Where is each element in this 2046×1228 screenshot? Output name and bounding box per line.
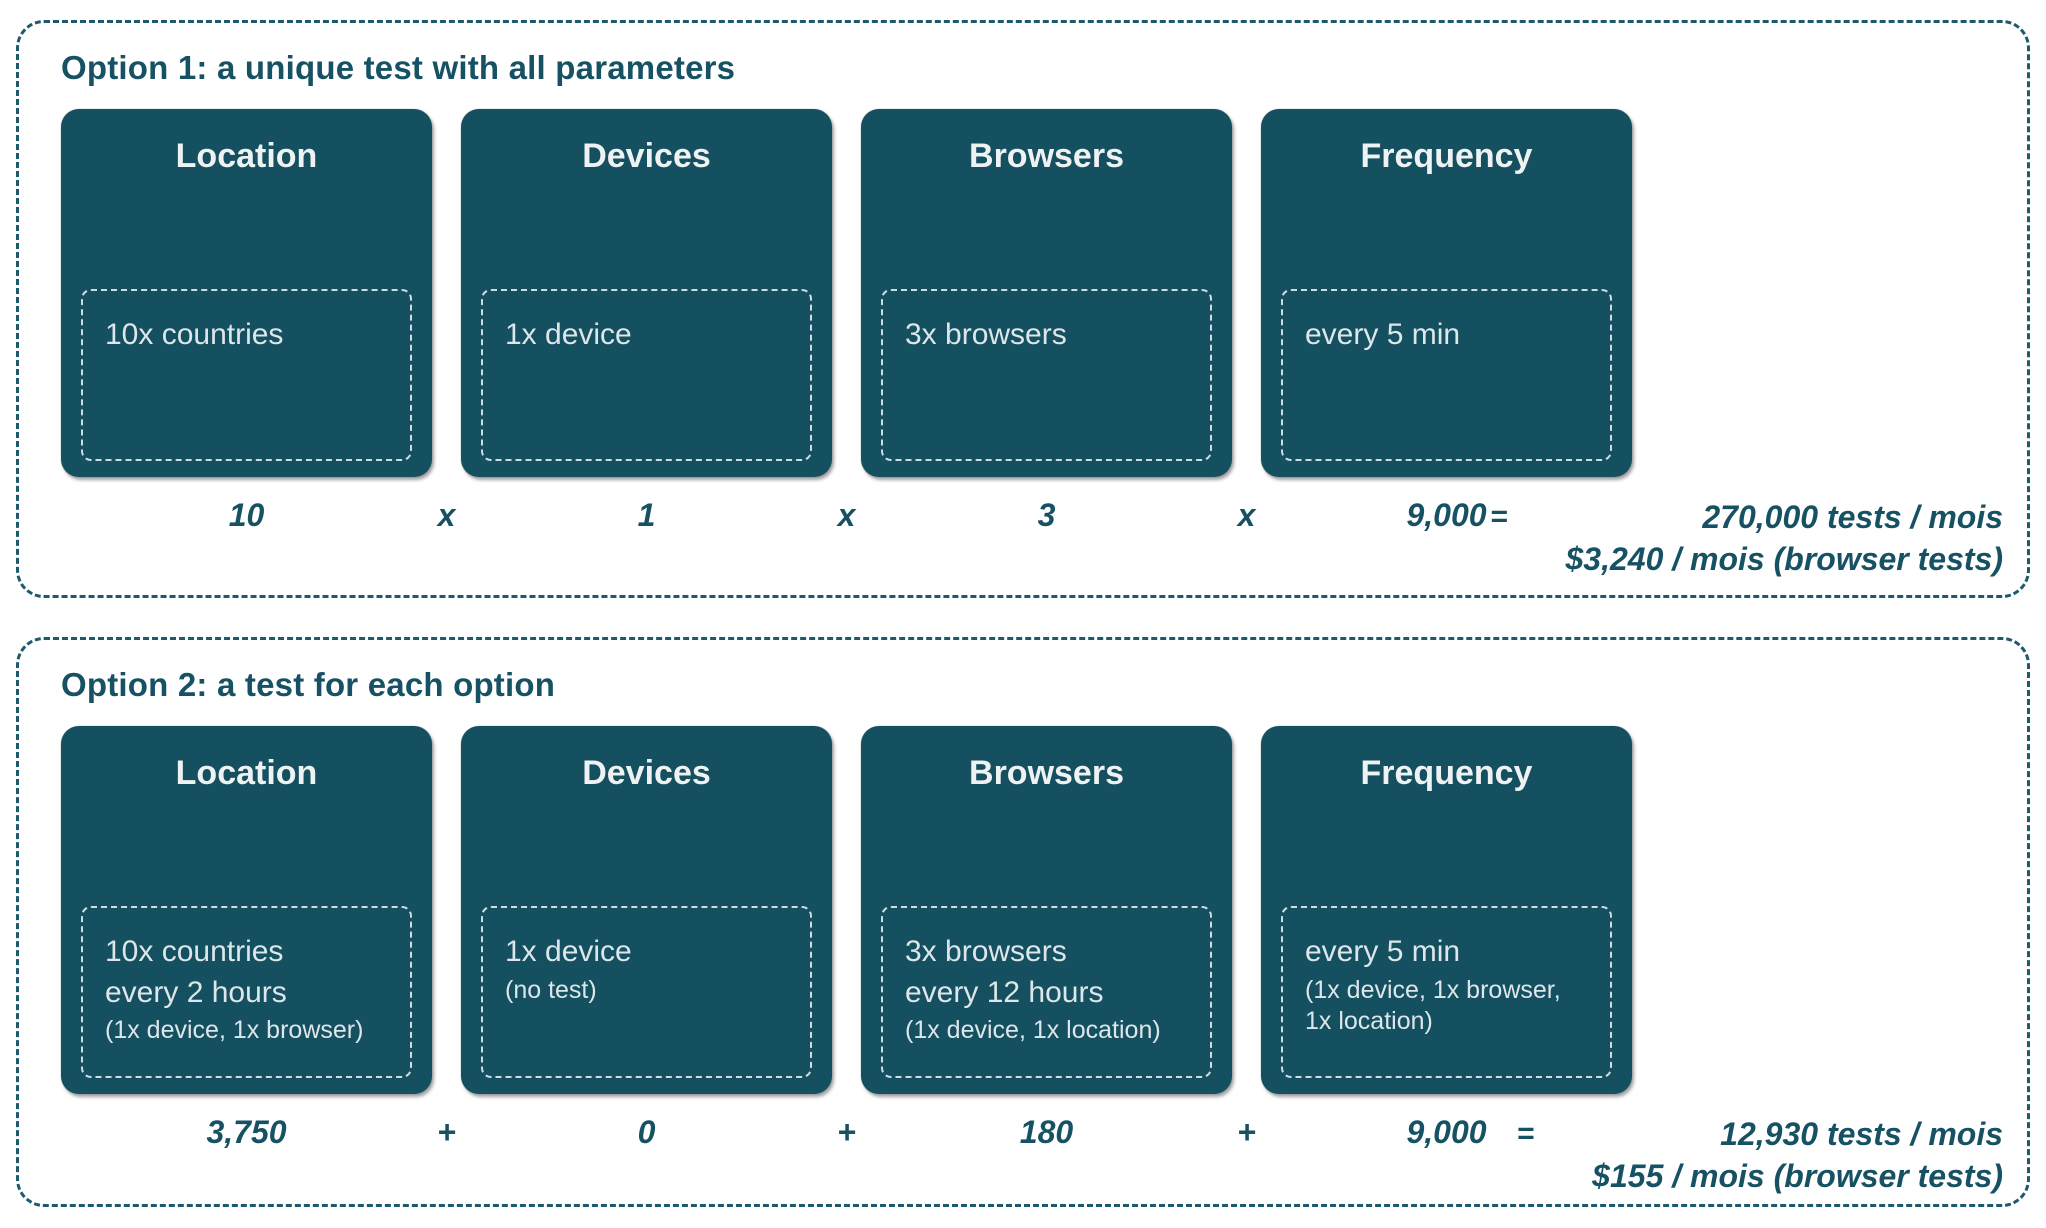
spec-line: 3x browsers (905, 935, 1067, 968)
box-title: Devices (582, 754, 711, 792)
spec-box: 1x device (no test) (481, 906, 812, 1078)
option-2-panel: Option 2: a test for each option Locatio… (16, 637, 2030, 1207)
box-title: Browsers (969, 754, 1124, 792)
box-title: Browsers (969, 137, 1124, 175)
value-devices: 1 (637, 497, 656, 533)
result-price: $3,240 / mois (browser tests) (1565, 540, 2003, 577)
spec-box: 1x device (481, 289, 812, 461)
spec-box: every 5 min (1x device, 1x browser, 1x l… (1281, 906, 1612, 1078)
option-2-title: Option 2: a test for each option (61, 666, 556, 703)
spec-box: 10x countries every 2 hours (1x device, … (81, 906, 412, 1078)
box-title: Frequency (1360, 754, 1533, 792)
option-2-result: = 12,930 tests / mois $155 / mois (brows… (1517, 1114, 2003, 1197)
option-2-parameter-row: Location 10x countries every 2 hours (1x… (61, 726, 2003, 1094)
multiply-operator: x (1237, 497, 1256, 533)
spec-line: 1x device (505, 318, 632, 351)
spec-line: every 12 hours (905, 975, 1104, 1009)
value-location: 10 (228, 497, 265, 533)
box-title: Frequency (1360, 137, 1533, 175)
spec-line: every 2 hours (105, 975, 287, 1009)
parameter-box-devices: Devices 1x device (no test) (461, 726, 832, 1094)
spec-box: 3x browsers every 12 hours (1x device, 1… (881, 906, 1212, 1078)
spec-line: 3x browsers (905, 318, 1067, 351)
parameter-box-frequency: Frequency every 5 min (1x device, 1x bro… (1261, 726, 1632, 1094)
parameter-box-location: Location 10x countries every 2 hours (1x… (61, 726, 432, 1094)
result-total: 270,000 tests / mois (1702, 499, 2003, 535)
spec-note: (1x device, 1x location) (905, 1016, 1161, 1044)
option-1-title: Option 1: a unique test with all paramet… (61, 49, 736, 86)
spec-box: every 5 min (1281, 289, 1612, 461)
value-frequency: 9,000 (1406, 497, 1487, 533)
spec-note: (1x device, 1x browser, 1x location) (1305, 975, 1561, 1035)
option-1-parameter-row: Location 10x countries Devices 1x device… (61, 109, 2003, 477)
value-location: 3,750 (206, 1114, 287, 1150)
result-lines: 270,000 tests / mois $3,240 / mois (brow… (1565, 497, 2003, 580)
spec-line: every 5 min (1305, 935, 1461, 968)
result-lines: 12,930 tests / mois $155 / mois (browser… (1592, 1114, 2003, 1197)
spec-line: every 5 min (1305, 318, 1461, 351)
parameter-box-location: Location 10x countries (61, 109, 432, 477)
box-title: Devices (582, 137, 711, 175)
multiply-operator: x (837, 497, 856, 533)
parameter-box-devices: Devices 1x device (461, 109, 832, 477)
value-browsers: 3 (1037, 497, 1056, 533)
equals-sign: = (1516, 1117, 1535, 1150)
multiply-operator: x (437, 497, 456, 533)
value-devices: 0 (637, 1114, 656, 1150)
spec-line: 10x countries (105, 318, 284, 351)
box-title: Location (175, 754, 318, 792)
option-1-calculation-row: 10 x 1 x 3 x 9,000 = 270,000 tests / moi… (61, 497, 2003, 577)
equals-sign: = (1489, 500, 1508, 533)
parameter-box-browsers: Browsers 3x browsers every 12 hours (1x … (861, 726, 1232, 1094)
value-browsers: 180 (1019, 1114, 1074, 1150)
spec-box: 10x countries (81, 289, 412, 461)
plus-operator: + (837, 1114, 856, 1150)
box-title: Location (175, 137, 318, 175)
result-total: 12,930 tests / mois (1720, 1116, 2003, 1152)
parameter-box-frequency: Frequency every 5 min (1261, 109, 1632, 477)
spec-box: 3x browsers (881, 289, 1212, 461)
result-price: $155 / mois (browser tests) (1592, 1157, 2003, 1194)
option-1-result: = 270,000 tests / mois $3,240 / mois (br… (1490, 497, 2003, 580)
plus-operator: + (1237, 1114, 1256, 1150)
value-frequency: 9,000 (1406, 1114, 1487, 1150)
spec-line: 10x countries (105, 935, 284, 968)
spec-note: (no test) (505, 975, 597, 1004)
option-1-panel: Option 1: a unique test with all paramet… (16, 20, 2030, 598)
spec-note: (1x device, 1x browser) (105, 1016, 364, 1044)
spec-line: 1x device (505, 935, 632, 968)
option-2-calculation-row: 3,750 + 0 + 180 + 9,000 = 12,930 tests /… (61, 1114, 2003, 1194)
parameter-box-browsers: Browsers 3x browsers (861, 109, 1232, 477)
plus-operator: + (437, 1114, 456, 1150)
